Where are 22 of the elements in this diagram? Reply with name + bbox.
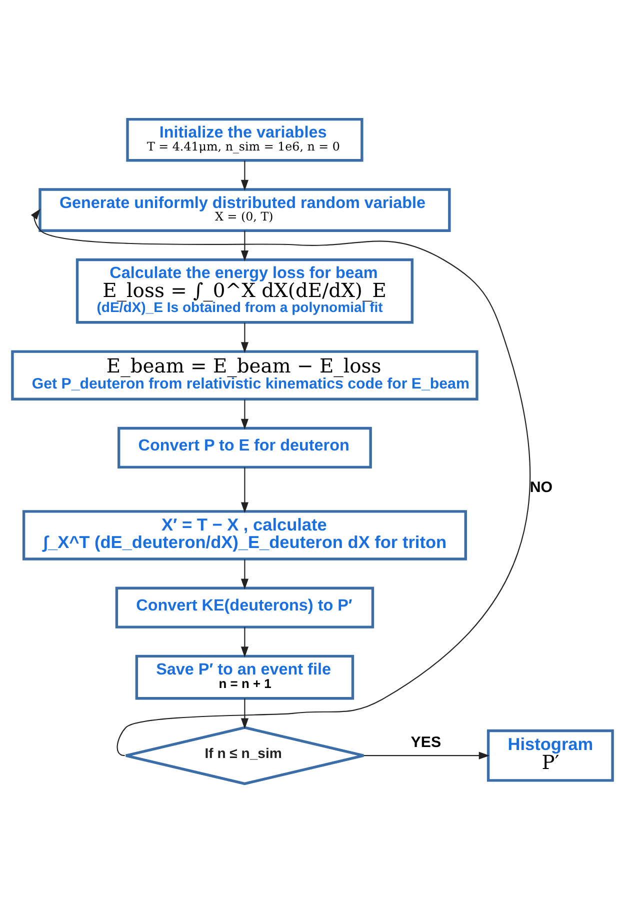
node-box: X′ = T − X , calculate ∫_X^T (dE_deuteron/dX)_E_deuteron dX for triton xyxy=(22,510,467,560)
arrow xyxy=(240,627,248,658)
node-box: Generate uniformly distributed random variable X = (0, T) xyxy=(38,188,451,232)
arrow xyxy=(240,230,248,262)
node-box: Calculate the energy loss for beam E_loss = ∫_0^X dX(dE/dX)_E (dE/dX)_E Is obtained from a polynomial fit xyxy=(76,258,414,324)
arrow xyxy=(240,399,248,430)
node-box: Histogram P′ xyxy=(486,729,614,782)
edge-label: NO xyxy=(530,479,553,496)
arrow xyxy=(240,160,248,191)
node-box: Initialize the variables T = 4.41μm, n_sim = 1e6, n = 0 xyxy=(126,118,364,162)
arrow xyxy=(240,467,248,514)
node-box: Save P′ to an event file n = n + 1 xyxy=(135,654,354,700)
node-box: Convert KE(deuterons) to P′ xyxy=(115,586,374,628)
node-diamond: If n ≤ n_sim xyxy=(124,726,365,786)
node-box: Convert P to E for deuteron xyxy=(118,426,372,469)
arrow xyxy=(364,752,490,760)
arrow xyxy=(30,208,530,756)
arrow xyxy=(240,322,248,353)
arrow xyxy=(240,559,248,590)
node-box: E_beam = E_beam − E_loss Get P_deuteron from relativistic kinematics code for E_beam xyxy=(11,350,478,400)
edge-label: YES xyxy=(410,734,442,752)
arrow xyxy=(240,698,248,730)
